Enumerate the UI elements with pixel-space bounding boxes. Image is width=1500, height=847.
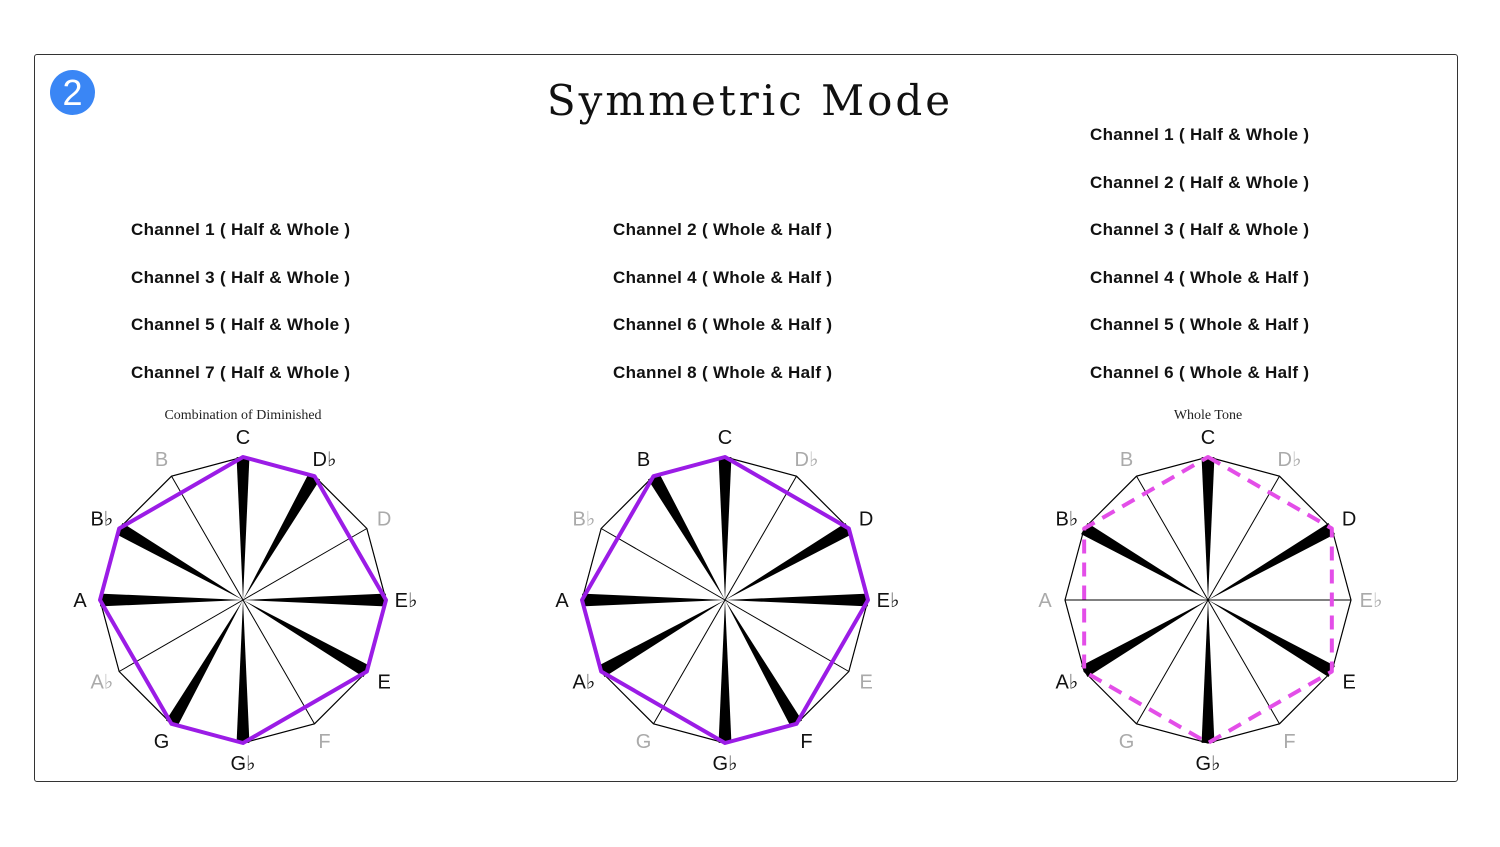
active-note-wedge bbox=[1081, 600, 1208, 677]
step-number-badge: 2 bbox=[50, 70, 95, 115]
note-label: B bbox=[1120, 449, 1133, 471]
channel-label: Channel 6 ( Whole & Half ) bbox=[613, 315, 833, 334]
channel-label: Channel 8 ( Whole & Half ) bbox=[613, 362, 833, 382]
spoke-line bbox=[724, 599, 850, 672]
active-note-wedge bbox=[648, 473, 725, 600]
scale-outline bbox=[580, 455, 870, 745]
note-label: A bbox=[73, 590, 87, 612]
note-label: B bbox=[155, 449, 168, 471]
spoke-line bbox=[653, 599, 726, 725]
spoke-line bbox=[600, 528, 726, 601]
note-label: E bbox=[859, 672, 872, 694]
note-label: B♭ bbox=[1055, 509, 1078, 531]
note-label: G bbox=[636, 731, 652, 753]
note-label: E bbox=[1342, 672, 1355, 694]
spoke-line bbox=[242, 599, 315, 725]
note-label: B♭ bbox=[90, 509, 113, 531]
spoke-line bbox=[1136, 475, 1209, 601]
scale-outline bbox=[1082, 455, 1334, 745]
spoke-line bbox=[1136, 599, 1209, 725]
wheel-caption-right: Whole Tone bbox=[1173, 408, 1243, 423]
active-note-wedge bbox=[243, 473, 320, 600]
channel-label: Channel 2 ( Half & Whole ) bbox=[1090, 172, 1310, 192]
active-note-wedge bbox=[236, 600, 250, 743]
channel-label: Channel 6 ( Whole & Half ) bbox=[1090, 362, 1310, 382]
note-label: D bbox=[859, 509, 873, 531]
active-note-wedge bbox=[725, 523, 852, 600]
active-note-wedge bbox=[598, 600, 725, 677]
channel-label: Channel 3 ( Half & Whole ) bbox=[131, 267, 351, 287]
channel-list-middle: Channel 2 ( Whole & Half ) Channel 4 ( W… bbox=[613, 220, 832, 410]
spoke-line bbox=[242, 528, 368, 601]
note-label: D♭ bbox=[1278, 449, 1302, 471]
active-note-wedge bbox=[1201, 600, 1215, 743]
active-note-wedge bbox=[236, 457, 250, 600]
active-note-wedge bbox=[718, 457, 732, 600]
channel-label: Channel 4 ( Whole & Half ) bbox=[1090, 267, 1310, 287]
note-label: A♭ bbox=[572, 672, 595, 694]
note-label: C bbox=[1201, 427, 1215, 449]
note-wheel-whole-half: C D♭ D E♭ E F G♭ G A♭ A B♭ B bbox=[555, 427, 900, 775]
scale-outline bbox=[98, 455, 388, 745]
note-label: G bbox=[1119, 731, 1135, 753]
note-label: E bbox=[377, 672, 390, 694]
note-label: A♭ bbox=[1055, 672, 1078, 694]
note-label: A♭ bbox=[90, 672, 113, 694]
active-note-wedge bbox=[1208, 600, 1335, 677]
note-wheel-whole-tone: C D♭ D E♭ E F G♭ G A♭ A B♭ B bbox=[1038, 427, 1383, 775]
note-label: D♭ bbox=[313, 449, 337, 471]
channel-label: Channel 5 ( Whole & Half ) bbox=[1090, 315, 1310, 334]
note-label: C bbox=[718, 427, 732, 449]
active-note-wedge bbox=[166, 600, 243, 727]
note-label: C bbox=[236, 427, 250, 449]
active-note-wedge bbox=[582, 593, 725, 607]
page-title: Symmetric Mode bbox=[546, 76, 954, 125]
spoke-line bbox=[171, 475, 244, 601]
note-label: E♭ bbox=[395, 590, 418, 612]
note-label: B bbox=[637, 449, 650, 471]
note-label: G bbox=[154, 731, 170, 753]
note-label: E♭ bbox=[1360, 590, 1383, 612]
note-label: A bbox=[1038, 590, 1052, 612]
spoke-line bbox=[1207, 475, 1280, 601]
note-wheel-diminished: C D♭ D E♭ E F G♭ G A♭ A B♭ B bbox=[73, 427, 418, 775]
channel-label: Channel 1 ( Half & Whole ) bbox=[131, 220, 351, 239]
spoke-line bbox=[118, 599, 244, 672]
channel-label: Channel 4 ( Whole & Half ) bbox=[613, 267, 833, 287]
note-label: D bbox=[1342, 509, 1356, 531]
active-note-wedge bbox=[1201, 457, 1215, 600]
active-note-wedge bbox=[1081, 523, 1208, 600]
spoke-line bbox=[724, 475, 797, 601]
active-note-wedge bbox=[100, 593, 243, 607]
active-note-wedge bbox=[1208, 523, 1335, 600]
channel-list-right: Channel 1 ( Half & Whole ) Channel 2 ( H… bbox=[1090, 125, 1309, 410]
channel-label: Channel 7 ( Half & Whole ) bbox=[131, 362, 351, 382]
note-label: F bbox=[318, 731, 330, 753]
wheel-caption-left: Combination of Diminished bbox=[164, 408, 322, 423]
active-note-wedge bbox=[116, 523, 243, 600]
note-label: D bbox=[377, 509, 391, 531]
note-label: G♭ bbox=[1196, 753, 1221, 775]
active-note-wedge bbox=[243, 600, 370, 677]
channel-label: Channel 5 ( Half & Whole ) bbox=[131, 315, 351, 334]
active-note-wedge bbox=[243, 593, 386, 607]
note-label: F bbox=[800, 731, 812, 753]
channel-label: Channel 1 ( Half & Whole ) bbox=[1090, 125, 1310, 144]
diagram-frame bbox=[34, 54, 1458, 782]
channel-list-left: Channel 1 ( Half & Whole ) Channel 3 ( H… bbox=[131, 220, 350, 410]
note-label: G♭ bbox=[231, 753, 256, 775]
note-label: B♭ bbox=[572, 509, 595, 531]
note-label: A bbox=[555, 590, 569, 612]
note-label: D♭ bbox=[795, 449, 819, 471]
note-label: G♭ bbox=[713, 753, 738, 775]
active-note-wedge bbox=[725, 593, 868, 607]
spoke-line bbox=[1207, 599, 1280, 725]
active-note-wedge bbox=[718, 600, 732, 743]
note-label: F bbox=[1283, 731, 1295, 753]
active-note-wedge bbox=[725, 600, 802, 727]
channel-label: Channel 2 ( Whole & Half ) bbox=[613, 220, 833, 239]
channel-label: Channel 3 ( Half & Whole ) bbox=[1090, 220, 1310, 239]
note-label: E♭ bbox=[877, 590, 900, 612]
